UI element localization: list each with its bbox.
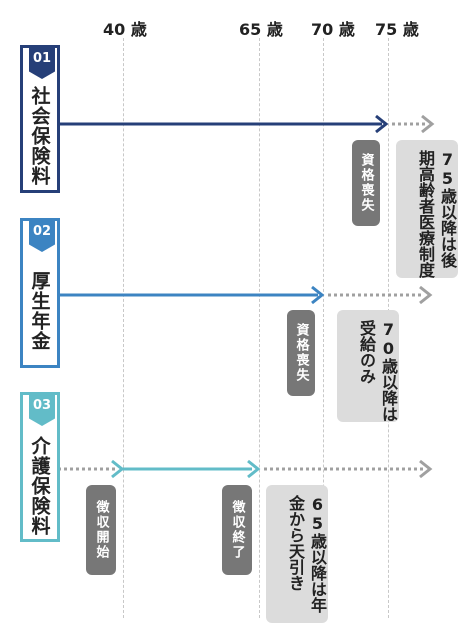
section-2-label: 厚生年金 [28, 271, 51, 351]
arrow-s3-dotted-head [419, 459, 433, 479]
s2-note-callout: 70歳以降は受給のみ [337, 310, 399, 422]
age-70-label: 70 歳 [311, 20, 355, 39]
section-2-box: 02 厚生年金 [20, 218, 60, 368]
section-1-label: 社会保険料 [28, 86, 51, 186]
age-75-label: 75 歳 [375, 20, 419, 39]
s3-note-callout: 65歳以降は年金から天引き [266, 485, 328, 623]
s3-start-callout: 徴収開始 [86, 485, 116, 575]
s1-lose-callout: 資格喪失 [352, 140, 380, 226]
section-3-box: 03 介護保険料 [20, 392, 60, 542]
arrow-s1-head [375, 114, 389, 134]
arrow-s2-head [311, 285, 325, 305]
s3-end-callout: 徴収終了 [222, 485, 252, 575]
age-65-label: 65 歳 [239, 20, 283, 39]
guide-70 [323, 38, 324, 618]
section-3-badge: 03 [29, 392, 55, 426]
age-40-label: 40 歳 [103, 20, 147, 39]
guide-40 [123, 38, 124, 618]
section-3-label: 介護保険料 [28, 436, 51, 536]
arrow-s3-head [247, 459, 261, 479]
section-2-badge: 02 [29, 218, 55, 252]
s1-note-callout: 75歳以降は後期高齢者医療制度 [396, 140, 458, 278]
arrow-s2-dotted-head [419, 285, 433, 305]
section-1-badge: 01 [29, 45, 55, 79]
s2-lose-callout: 資格喪失 [287, 310, 315, 396]
section-1-box: 01 社会保険料 [20, 45, 60, 193]
guide-65 [259, 38, 260, 618]
arrow-s1-dotted-head [421, 114, 435, 134]
